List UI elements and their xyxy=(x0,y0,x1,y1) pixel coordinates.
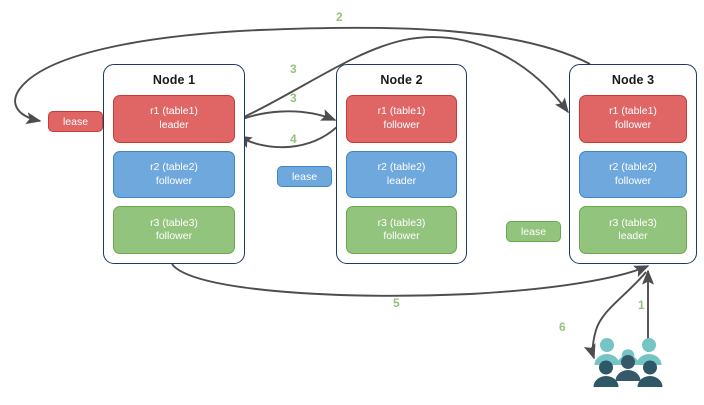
replica-name: r1 (table1) xyxy=(377,105,426,118)
step-label-1: 1 xyxy=(638,298,645,312)
lease-label: lease xyxy=(62,115,89,128)
replica-role: follower xyxy=(383,118,420,131)
replica-list-3: r1 (table1) follower r2 (table2) followe… xyxy=(579,95,687,255)
node-container-1: Node 1 r1 (table1) leader r2 (table2) fo… xyxy=(103,64,245,264)
lease-label: lease xyxy=(520,225,547,238)
node-container-3: Node 3 r1 (table1) follower r2 (table2) … xyxy=(569,64,697,264)
replica-name: r1 (table1) xyxy=(150,105,198,118)
replica-role: follower xyxy=(383,230,420,243)
replica-name: r2 (table2) xyxy=(609,161,657,173)
replica-role: leader xyxy=(159,118,189,131)
lease-badge-r2[interactable]: lease xyxy=(277,166,332,187)
replica-node2-r1[interactable]: r1 (table1) follower xyxy=(346,95,457,143)
step-label-3a: 3 xyxy=(290,62,297,76)
step-label-4: 4 xyxy=(290,132,297,146)
step-label-2: 2 xyxy=(336,10,343,24)
lease-label: lease xyxy=(291,170,318,183)
replica-node2-r3[interactable]: r3 (table3) follower xyxy=(346,206,457,255)
replica-node1-r3[interactable]: r3 (table3) follower xyxy=(113,206,235,255)
replica-name: r3 (table3) xyxy=(609,216,657,229)
arrow-step-5 xyxy=(171,263,650,297)
replica-node3-r3[interactable]: r3 (table3) leader xyxy=(579,206,687,255)
step-label-3b: 3 xyxy=(290,91,297,105)
replica-role: leader xyxy=(386,174,417,187)
replica-name: r3 (table3) xyxy=(377,216,426,229)
node-title-3: Node 3 xyxy=(611,73,655,87)
arrow-step-4 xyxy=(236,123,341,149)
lease-badge-r3[interactable]: lease xyxy=(506,221,561,242)
replica-name: r2 (table2) xyxy=(150,161,198,173)
replica-role: leader xyxy=(618,230,648,243)
replica-node3-r1[interactable]: r1 (table1) follower xyxy=(579,95,687,143)
clients-people-icon xyxy=(593,338,663,387)
arrow-step-2 xyxy=(14,26,591,125)
replica-role: follower xyxy=(155,174,193,187)
replica-name: r1 (table1) xyxy=(609,105,657,118)
replica-node2-r2[interactable]: r2 (table2) leader xyxy=(346,150,457,199)
replica-role: follower xyxy=(155,230,193,243)
replica-name: r2 (table2) xyxy=(377,161,426,173)
step-label-6: 6 xyxy=(559,320,566,334)
replica-name: r3 (table3) xyxy=(150,216,198,229)
replica-role: follower xyxy=(614,174,652,187)
node-title-2: Node 2 xyxy=(380,73,423,87)
node-container-2: Node 2 r1 (table1) follower r2 (table2) … xyxy=(336,64,467,264)
replica-list-2: r1 (table1) follower r2 (table2) leader … xyxy=(346,95,457,255)
node-title-1: Node 1 xyxy=(152,73,196,87)
replica-node1-r2[interactable]: r2 (table2) follower xyxy=(113,150,235,199)
step-label-5: 5 xyxy=(393,296,400,310)
replica-role: follower xyxy=(614,118,652,131)
replica-node1-r1[interactable]: r1 (table1) leader xyxy=(113,95,235,143)
replica-list-1: r1 (table1) leader r2 (table2) follower … xyxy=(113,95,235,255)
lease-badge-r1[interactable]: lease xyxy=(48,111,103,132)
replica-node3-r2[interactable]: r2 (table2) follower xyxy=(579,150,687,199)
